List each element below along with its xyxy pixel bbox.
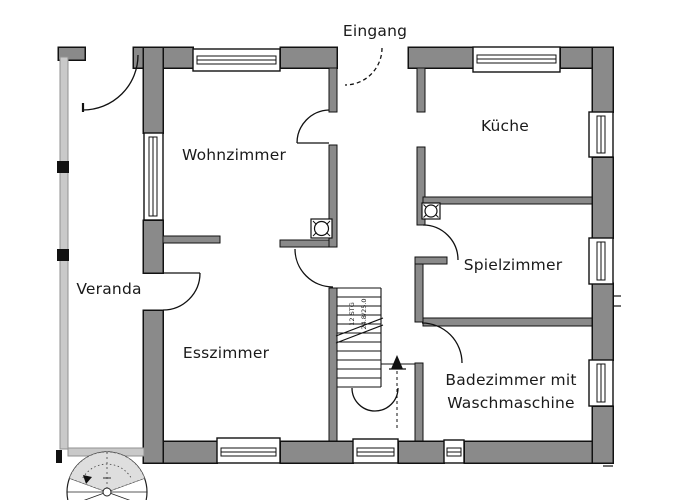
door-esszimmer-hall [294,248,334,288]
room-label-eingang: Eingang [342,22,408,40]
window-kueche-right [588,111,614,158]
room-label-spielzimmer: Spielzimmer [463,256,563,274]
window-wohnzimmer-left [143,132,164,221]
door-veranda-entry [81,54,139,112]
door-esszimmer-veranda [162,272,201,311]
window-esszimmer-bottom [216,437,281,464]
room-label-wohnzimmer: Wohnzimmer [181,146,287,164]
room-label-esszimmer: Esszimmer [182,344,270,362]
main-staircase: 12 STG 24.8/25.0 [335,287,415,412]
boiler-symbol-spielzimmer [421,202,441,220]
room-label-veranda: Veranda [76,280,142,298]
spiral-direction-arrow [83,475,92,484]
door-wohnzimmer [296,109,330,144]
room-label-badezimmer-line2: Waschmaschine [447,394,575,412]
door-eingang [344,47,383,86]
door-spielzimmer [422,224,459,261]
window-wohnzimmer-top [192,48,281,72]
room-label-kueche: Küche [480,117,530,135]
window-kueche-top [472,46,561,73]
wall-ticks [603,295,621,467]
west-wall [142,46,164,464]
window-badezimmer-right [588,359,614,407]
window-badezimmer-bottom [443,439,465,464]
stair-dimensions-annotation: 24.8/25.0 [360,298,368,329]
boiler-symbol-wohnzimmer [310,218,333,239]
window-spielzimmer-right [588,237,614,285]
stair-direction-arrow [389,355,406,428]
interior-walls [162,67,593,442]
room-label-badezimmer-line1: Badezimmer mit [445,371,577,389]
room-label-badezimmer: Badezimmer mit Waschmaschine [445,369,576,415]
stair-steps-annotation: 12 STG [348,302,356,325]
door-badezimmer [421,322,463,364]
veranda-posts [56,161,69,463]
window-hall-bottom [352,438,399,464]
spiral-staircase [66,451,148,500]
